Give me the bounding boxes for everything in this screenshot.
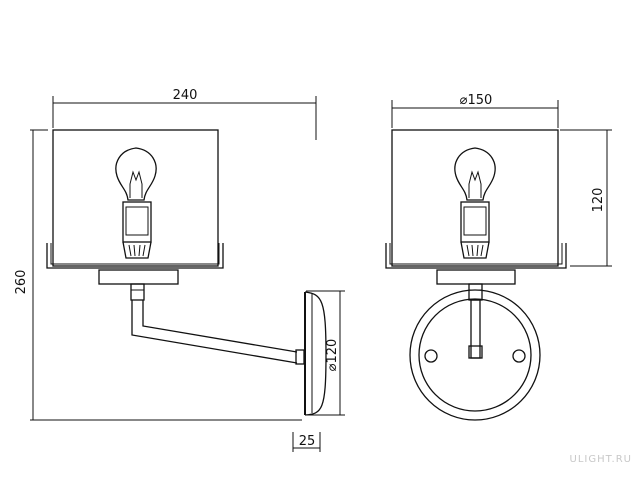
dim-d150-label: ⌀150	[460, 93, 493, 108]
side-arm-mount	[295, 349, 305, 365]
side-socket-cup	[122, 241, 152, 259]
front-dimensions: ⌀150 120	[391, 93, 612, 267]
front-stem	[470, 299, 481, 359]
front-shade-bracket	[385, 243, 567, 269]
front-view	[385, 129, 567, 421]
side-socket-body	[122, 201, 152, 243]
side-cap-plate	[98, 269, 179, 285]
watermark: ULIGHT.RU	[570, 454, 632, 465]
side-bulb-filament	[129, 170, 143, 198]
side-bulb	[115, 147, 157, 201]
front-shade-outline	[391, 129, 559, 267]
front-screw-hole-right	[512, 349, 526, 363]
dim-260-label: 260	[14, 270, 29, 295]
dim-d120-label: ⌀120	[325, 339, 340, 372]
front-socket-inner	[463, 206, 487, 236]
side-shade-bracket-inner	[50, 243, 220, 265]
side-socket-ribs	[128, 244, 146, 257]
front-shade-bracket-inner	[389, 243, 563, 265]
side-view	[46, 129, 327, 416]
front-socket-cup	[460, 241, 490, 259]
front-socket-body	[460, 201, 490, 243]
front-backplate-outer	[409, 289, 541, 421]
front-screw-hole-left	[424, 349, 438, 363]
side-socket-inner	[125, 206, 149, 236]
dim-240-label: 240	[173, 88, 198, 103]
front-bulb-filament	[468, 170, 482, 198]
front-cap-nut	[468, 283, 483, 301]
front-stem-mount	[468, 345, 483, 359]
side-arm-outer	[131, 300, 298, 364]
side-arm-inner	[142, 300, 298, 353]
side-cap-nut	[130, 283, 145, 301]
side-dimensions: 240 260 ⌀120 25	[14, 88, 345, 452]
dim-120-label: 120	[591, 188, 606, 213]
front-socket-ribs	[466, 244, 484, 257]
front-bulb	[454, 147, 496, 201]
front-socket	[460, 201, 490, 259]
front-cap-plate	[436, 269, 516, 285]
dim-25-label: 25	[299, 434, 316, 449]
side-socket	[122, 201, 152, 259]
front-backplate-inner	[418, 298, 532, 412]
side-shade-bracket	[46, 243, 224, 269]
side-backplate-profile	[304, 291, 327, 416]
side-shade-outline	[52, 129, 219, 267]
side-bulb-glass	[115, 147, 157, 201]
front-bulb-glass	[454, 147, 496, 201]
